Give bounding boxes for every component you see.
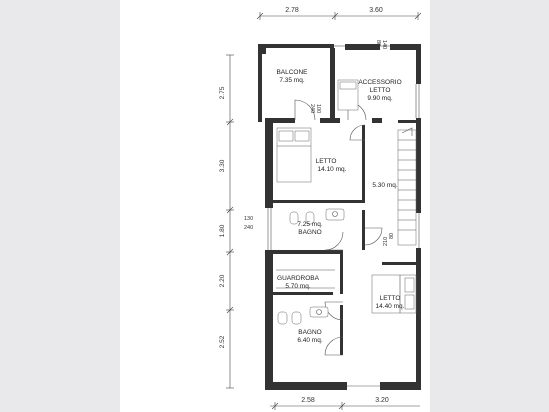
label-letto1: LETTO (316, 158, 337, 165)
area-letto1: 14.10 mq. (318, 166, 347, 173)
dim-top-window-b: 80 (375, 40, 381, 46)
dim-top-left: 2.78 (285, 7, 299, 14)
dim-bottom-right: 3.20 (375, 397, 389, 404)
label-bagno2: BAGNO (298, 329, 321, 336)
left-dimension-line (226, 54, 234, 389)
dim-balcony-door-b: 240 (309, 104, 315, 113)
dim-left-2: 3.30 (219, 159, 226, 172)
dim-left-1: 2.75 (219, 86, 226, 99)
drawing-sheet: 2.78 3.60 2.58 3.20 2.75 3.30 1.80 2.20 … (120, 0, 430, 412)
area-bagno2: 6.40 mq. (297, 337, 322, 344)
top-dimension-line (256, 12, 422, 20)
dim-bagno-window-a: 130 (244, 216, 253, 222)
dim-bagno-window-b: 240 (244, 225, 253, 231)
area-hall: 5.30 mq. (372, 182, 397, 189)
area-accessorio: 9.90 mq. (367, 95, 392, 102)
dim-left-3: 1.80 (219, 224, 226, 237)
label-accessorio: ACCESSORIO (358, 79, 401, 86)
dim-left-4: 2.20 (219, 274, 226, 287)
label-bagno1: BAGNO (298, 229, 321, 236)
windows (267, 45, 420, 387)
dim-top-right: 3.60 (369, 7, 383, 14)
walls (258, 44, 421, 390)
floor-plan: 2.78 3.60 2.58 3.20 2.75 3.30 1.80 2.20 … (219, 7, 422, 410)
bagno2-fixtures (277, 306, 329, 325)
bed-accessorio (337, 79, 359, 111)
area-bagno1: 7.25 mq. (297, 221, 322, 228)
bottom-dimension-line (270, 402, 420, 410)
bed-letto2 (371, 274, 417, 314)
dim-hall-door-a: 80 (389, 233, 395, 239)
label-letto2: LETTO (380, 295, 401, 302)
bagno1-fixtures (289, 208, 345, 225)
dim-bottom-left: 2.58 (301, 397, 315, 404)
dim-hall-door-b: 210 (383, 237, 389, 246)
bed-letto1 (276, 127, 312, 183)
dim-balcony-door-a: 100 (315, 104, 321, 113)
stair (397, 127, 417, 246)
area-guardaroba: 5.70 mq. (285, 283, 310, 290)
wardrobe (276, 269, 335, 289)
label-accessorio-letto: LETTO (370, 87, 391, 94)
area-balcone: 7.35 mq. (279, 77, 304, 84)
label-guardaroba: GUARDROBA (277, 275, 320, 282)
doors (294, 99, 383, 356)
label-balcone: BALCONE (276, 69, 308, 76)
dim-left-5: 2.52 (219, 335, 226, 348)
area-letto2: 14.40 mq. (376, 303, 405, 310)
dim-top-window-a: 140 (381, 40, 387, 49)
